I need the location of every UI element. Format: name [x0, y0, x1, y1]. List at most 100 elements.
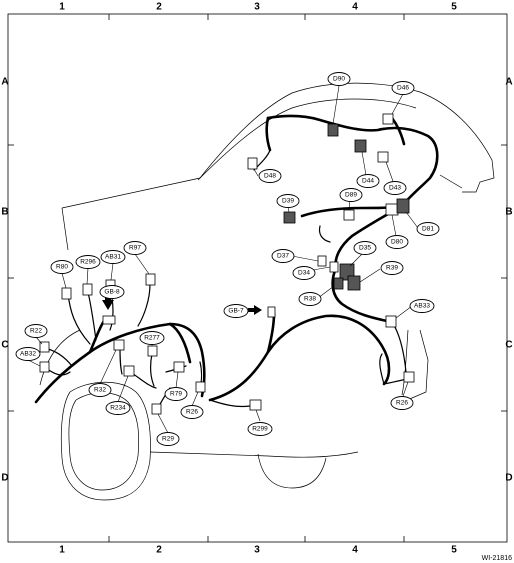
svg-text:D35: D35 [359, 245, 371, 252]
row-label-D-right: D [505, 473, 512, 484]
svg-text:D43: D43 [389, 185, 401, 192]
grid-row-labels-right: A B C D [505, 77, 512, 484]
grid-row-labels-left: A B C D [1, 77, 8, 484]
front-harness-branch-mid [168, 322, 192, 364]
connector-r32 [113, 339, 125, 351]
col-label-2-top: 2 [156, 2, 162, 13]
connector-gb8 [102, 315, 116, 325]
connector-r22 [39, 341, 50, 353]
row-label-D-left: D [1, 473, 8, 484]
connector-r38 [333, 277, 344, 290]
connector-r79 [173, 361, 185, 373]
callout-r234: R234 [105, 401, 131, 415]
svg-text:D44: D44 [362, 178, 374, 185]
roof-harness-d46 [390, 116, 406, 146]
roof-harness-drop [265, 116, 272, 152]
col-label-4-top: 4 [352, 2, 358, 13]
connector-d90 [327, 123, 339, 137]
connector-d46 [382, 113, 394, 125]
svg-text:R29: R29 [162, 436, 174, 443]
callout-r39: R39 [380, 261, 404, 275]
connector-d37 [317, 255, 327, 267]
front-harness-trunk [34, 322, 206, 404]
callout-d39: D39 [276, 194, 300, 208]
svg-text:R32: R32 [94, 387, 106, 394]
svg-text:R39: R39 [386, 265, 398, 272]
connector-r296 [82, 283, 93, 296]
row-label-B-left: B [1, 207, 8, 218]
svg-text:GB-8: GB-8 [104, 289, 120, 296]
svg-text:R26: R26 [396, 400, 408, 407]
gb7-arrow-icon [248, 305, 262, 315]
callout-r277: R277 [139, 331, 165, 345]
reference-id: WI-21816 [482, 555, 512, 562]
col-label-5-bottom: 5 [451, 545, 457, 556]
callout-d89: D89 [339, 188, 363, 202]
callout-r29: R29 [156, 432, 180, 446]
callout-d90: D90 [327, 72, 351, 86]
grid-column-labels-top: 1 2 3 4 5 [59, 2, 457, 13]
callout-r80: R80 [50, 260, 74, 274]
svg-text:D90: D90 [333, 76, 345, 83]
svg-text:R97: R97 [129, 245, 141, 252]
svg-text:AB33: AB33 [414, 303, 430, 310]
svg-text:GB-7: GB-7 [228, 308, 244, 315]
callout-d37: D37 [271, 249, 295, 263]
callout-d80: D80 [385, 235, 409, 249]
callout-r32: R32 [88, 383, 112, 397]
svg-text:D46: D46 [397, 85, 409, 92]
svg-text:R234: R234 [110, 405, 126, 412]
col-label-2-bottom: 2 [156, 545, 162, 556]
callout-d48: D48 [258, 169, 282, 183]
leader-lines [27, 85, 419, 434]
connector-r277 [147, 345, 158, 357]
svg-text:R79: R79 [170, 391, 182, 398]
connector-r39 [347, 275, 361, 291]
callouts: D90 D46 D48 D44 D43 D89 D39 D80 D81 D35 … [15, 72, 440, 446]
connector-d44 [354, 139, 367, 153]
svg-text:D37: D37 [277, 253, 289, 260]
connector-d48 [247, 157, 258, 170]
callout-r38: R38 [298, 292, 322, 306]
callout-d46: D46 [391, 81, 415, 95]
svg-text:R277: R277 [144, 335, 160, 342]
col-label-1-bottom: 1 [59, 545, 65, 556]
grid-frame [7, 13, 508, 543]
row-label-A-right: A [505, 77, 512, 88]
callout-d43: D43 [383, 181, 407, 195]
svg-text:D81: D81 [422, 226, 434, 233]
callout-r26-rear: R26 [390, 396, 414, 410]
svg-text:R26: R26 [186, 409, 198, 416]
row-label-A-left: A [1, 77, 8, 88]
connector-r29 [151, 403, 162, 415]
svg-text:R22: R22 [30, 328, 42, 335]
callout-d81: D81 [416, 222, 440, 236]
svg-text:R80: R80 [56, 264, 68, 271]
connector-d80 [385, 203, 399, 216]
connector-gb7 [267, 306, 276, 318]
svg-text:AB32: AB32 [20, 351, 36, 358]
connector-r97 [145, 273, 156, 286]
roof-harness [266, 114, 439, 208]
vehicle-body-outline [39, 82, 495, 501]
connector-ab32 [39, 361, 50, 373]
connector-d43 [377, 151, 389, 163]
callout-r79: R79 [164, 387, 188, 401]
connector-r28 [195, 381, 206, 393]
harness-runs [34, 114, 439, 404]
svg-text:AB31: AB31 [105, 254, 121, 261]
svg-text:D34: D34 [298, 270, 310, 277]
callout-gb8: GB-8 [99, 285, 125, 299]
connector-r299 [249, 399, 262, 411]
connector-r26-rear [403, 371, 415, 383]
connector-d81 [396, 198, 410, 214]
callout-r97: R97 [123, 241, 147, 255]
connectors [39, 113, 415, 415]
floor-harness [208, 314, 391, 402]
callout-ab33: AB33 [409, 299, 435, 313]
callout-r22: R22 [24, 324, 48, 338]
col-label-3-top: 3 [254, 2, 260, 13]
callout-d34: D34 [292, 266, 316, 280]
svg-text:R296: R296 [80, 259, 96, 266]
